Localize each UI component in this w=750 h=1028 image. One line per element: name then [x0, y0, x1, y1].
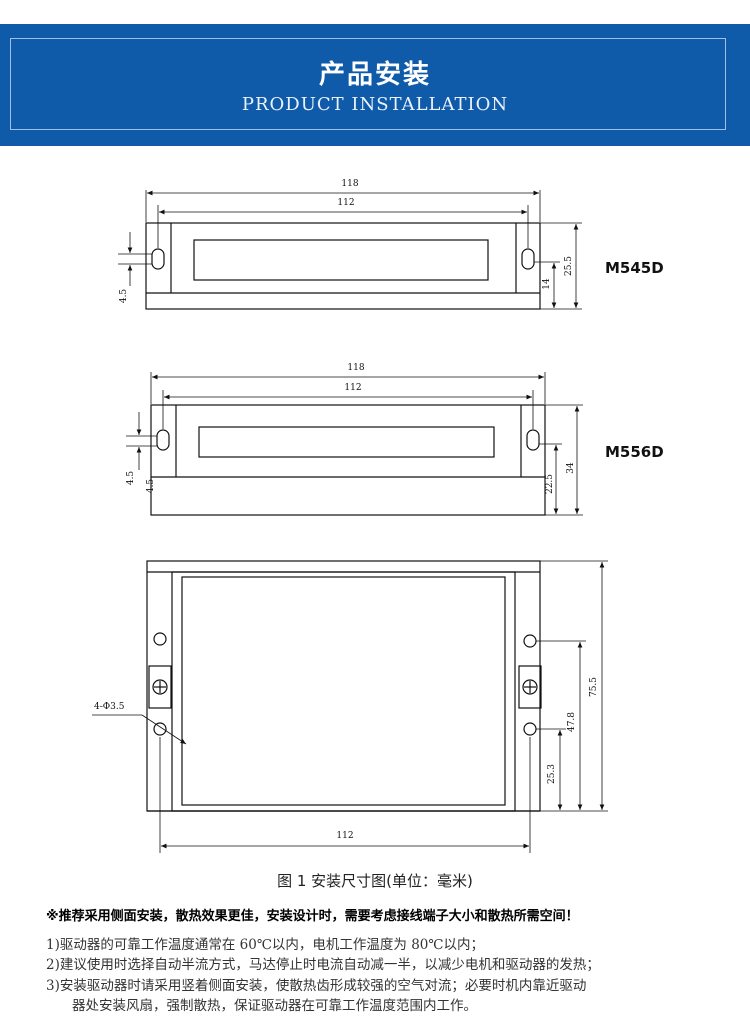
header-banner: 产品安装 PRODUCT INSTALLATION: [0, 24, 750, 146]
page-title: 产品安装: [318, 60, 431, 90]
m556d-dim-22.5: 22.5: [545, 474, 555, 494]
note-item: 器处安装风扇，强制散热，保证驱动器在可靠工作温度范围内工作。: [72, 998, 477, 1014]
header-frame: [10, 38, 726, 130]
left-terminal-screw-block: [148, 665, 172, 709]
m545d-dim-25.5: 25.5: [564, 256, 574, 276]
m545d-right-slot: [521, 248, 535, 270]
note-item: 1)驱动器的可靠工作温度通常在 60℃以内，电机工作温度为 80℃以内；: [46, 937, 484, 953]
m556d-dim-112: 112: [344, 383, 361, 393]
side-mount-outer: [146, 560, 541, 812]
m556d-window: [198, 426, 495, 458]
m556d-dim-4.5: 4.5: [126, 471, 136, 486]
side-dim-75.5: 75.5: [589, 677, 599, 697]
hole-callout: 4-Φ3.5: [94, 702, 125, 712]
m556d-dimensions: [126, 372, 583, 516]
m545d-dim-4.5: 4.5: [119, 289, 129, 304]
right-terminal-screw-block: [518, 665, 542, 709]
m545d-dimensions: [118, 190, 582, 310]
installation-drawing: 118 112 25.5 14 4.5 M545D 118 112 34 22.…: [92, 179, 664, 853]
m556d-dim-34: 34: [566, 462, 576, 474]
m556d-right-slot: [526, 429, 540, 451]
side-dim-47.8: 47.8: [567, 712, 577, 732]
m556d-dim-4.5b: 4.5: [146, 479, 156, 494]
m556d-side-view: [150, 404, 546, 516]
m545d-body-outline: [145, 222, 541, 310]
m556d-model-label: M556D: [605, 443, 664, 461]
side-dim-112: 112: [336, 831, 353, 841]
right-mount-hole-top: [523, 634, 537, 648]
m545d-dim-14: 14: [542, 278, 552, 290]
left-mount-hole-bottom: [153, 722, 167, 736]
figure-caption: 图 1 安装尺寸图(单位：毫米): [277, 872, 473, 890]
m545d-dim-118: 118: [341, 179, 358, 189]
left-mount-hole-top: [153, 632, 167, 646]
m556d-left-slot: [156, 429, 170, 451]
right-mount-hole-bottom: [523, 722, 537, 736]
side-mount-dimensions: [92, 560, 608, 853]
m556d-dim-118: 118: [347, 363, 364, 373]
side-mount-view: [146, 560, 542, 812]
m545d-dim-112: 112: [337, 198, 354, 208]
note-item: 3)安装驱动器时请采用竖着侧面安装，使散热齿形成较强的空气对流；必要时机内靠近驱…: [46, 978, 587, 994]
page-subtitle: PRODUCT INSTALLATION: [241, 94, 509, 115]
mounting-notice: ※推荐采用侧面安装，散热效果更佳，安装设计时，需要考虑接线端子大小和散热所需空间…: [46, 909, 579, 924]
side-dim-25.3: 25.3: [547, 764, 557, 784]
note-item: 2)建议使用时选择自动半流方式，马达停止时电流自动减一半，以减少电机和驱动器的发…: [46, 957, 600, 973]
m545d-side-view: [145, 222, 541, 310]
m545d-window: [193, 239, 489, 281]
side-mount-panel: [181, 576, 506, 806]
m545d-left-slot: [151, 248, 165, 270]
m545d-model-label: M545D: [605, 259, 664, 277]
m556d-body-outline: [150, 404, 546, 516]
